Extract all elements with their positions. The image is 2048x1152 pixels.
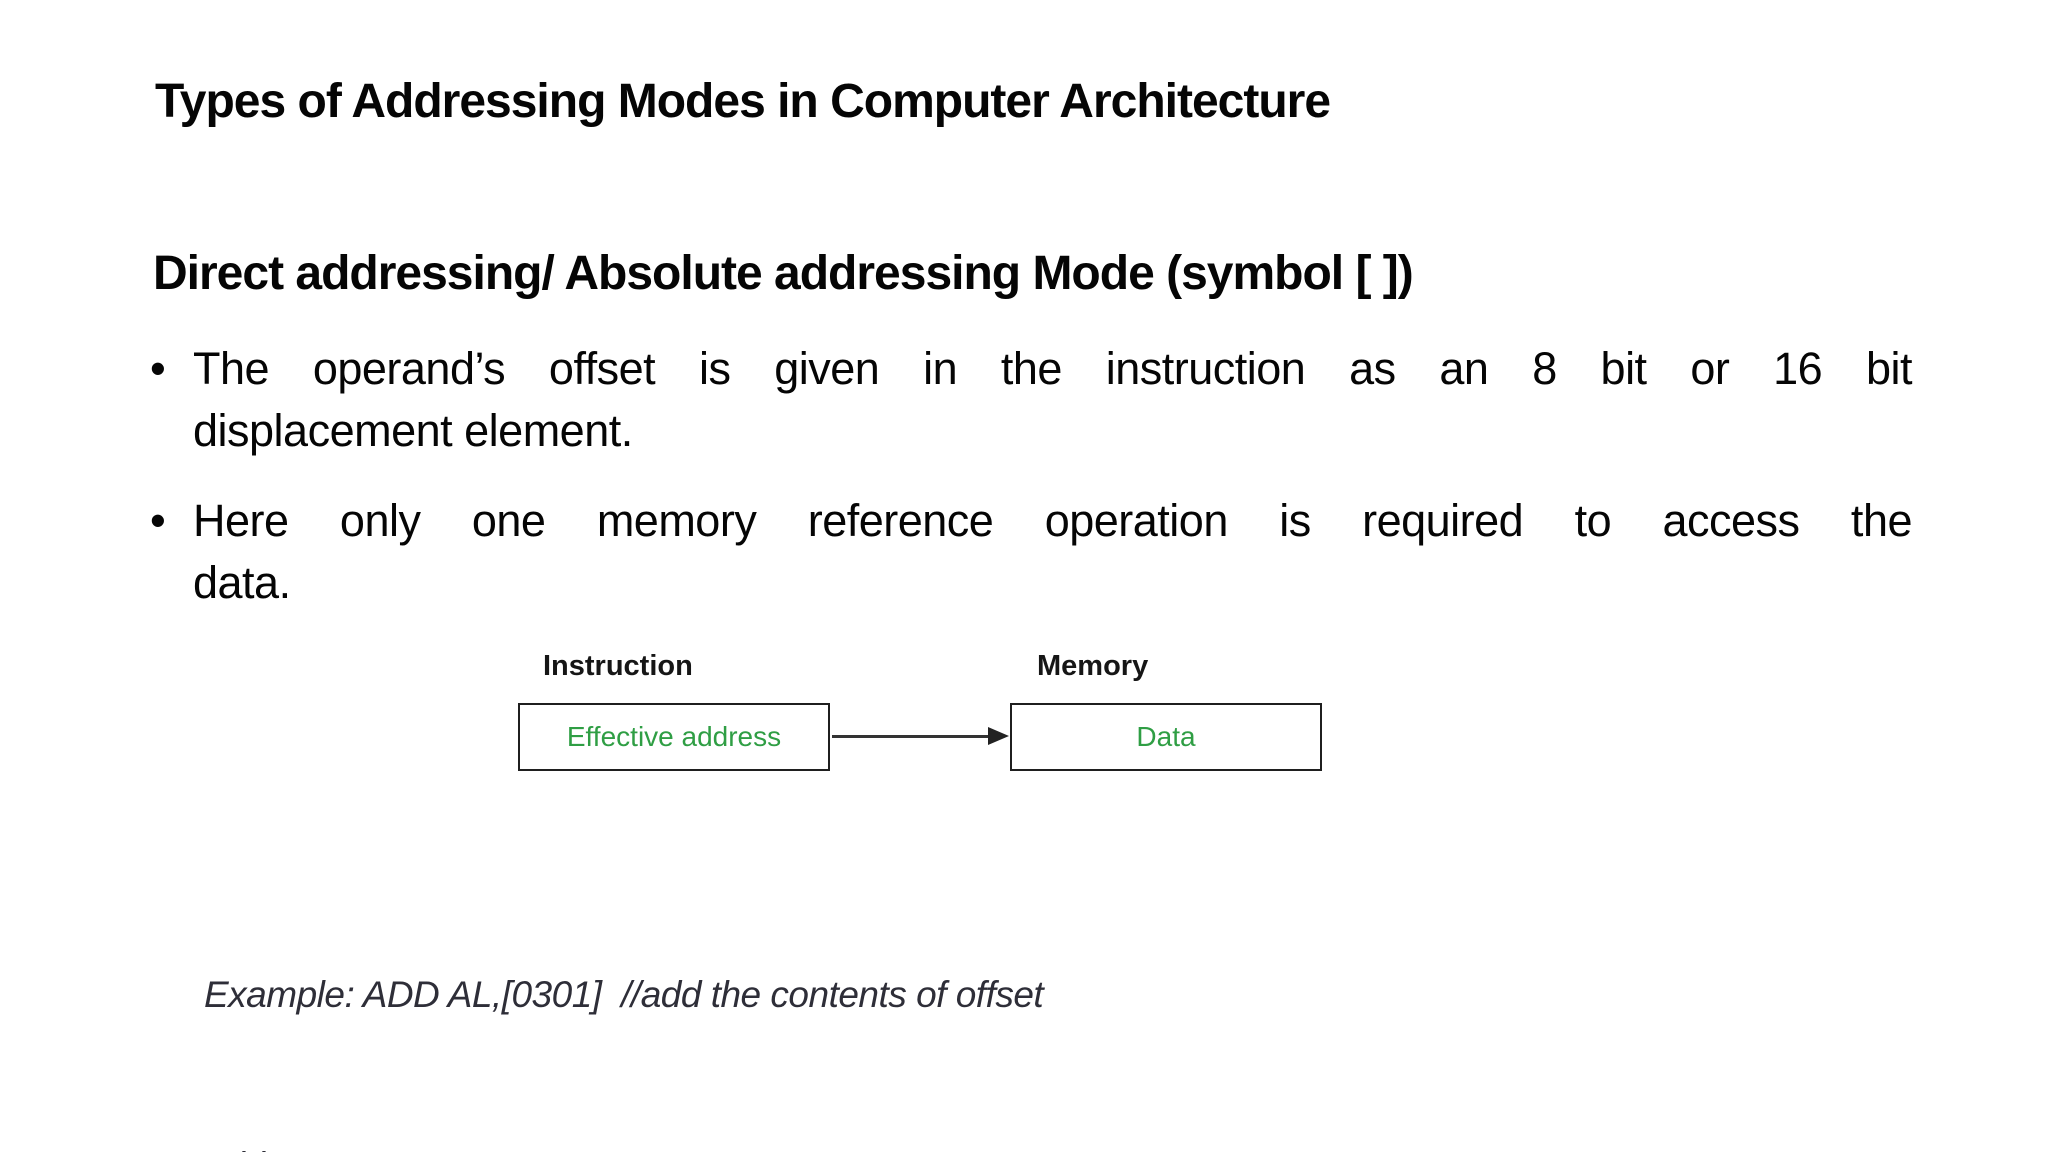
bullet-list: • The operand’s offset is given in the i… <box>150 338 1913 614</box>
instruction-label: Instruction <box>543 650 693 682</box>
bullet-line: Here only one memory reference operation… <box>193 495 1913 546</box>
data-text: Data <box>1136 721 1196 752</box>
bullet-item: • Here only one memory reference operati… <box>150 490 1913 614</box>
example-line: address 0301 to AL <box>204 1137 1043 1152</box>
bullet-marker: • <box>150 495 166 546</box>
bullet-marker: • <box>150 343 166 394</box>
right-arrow-icon <box>988 727 1009 745</box>
memory-box: Data <box>1010 703 1322 771</box>
effective-address-text: Effective address <box>566 721 782 752</box>
bullet-line: displacement element. <box>193 405 633 456</box>
slide-title: Types of Addressing Modes in Computer Ar… <box>155 75 1331 128</box>
bullet-line: The operand’s offset is given in the ins… <box>193 343 1913 394</box>
example-line: Example: ADD AL,[0301] //add the content… <box>204 974 1044 1015</box>
bullet-text: Here only one memory reference operation… <box>193 490 1913 614</box>
memory-label: Memory <box>1037 650 1149 682</box>
instruction-box: Effective address <box>518 703 830 771</box>
bullet-text: The operand’s offset is given in the ins… <box>193 338 1913 462</box>
bullet-item: • The operand’s offset is given in the i… <box>150 338 1913 462</box>
section-heading: Direct addressing/ Absolute addressing M… <box>153 247 1414 300</box>
arrow-line <box>832 735 990 738</box>
example-text: Example: ADD AL,[0301] //add the content… <box>204 852 1044 1152</box>
bullet-line: data. <box>193 557 291 608</box>
